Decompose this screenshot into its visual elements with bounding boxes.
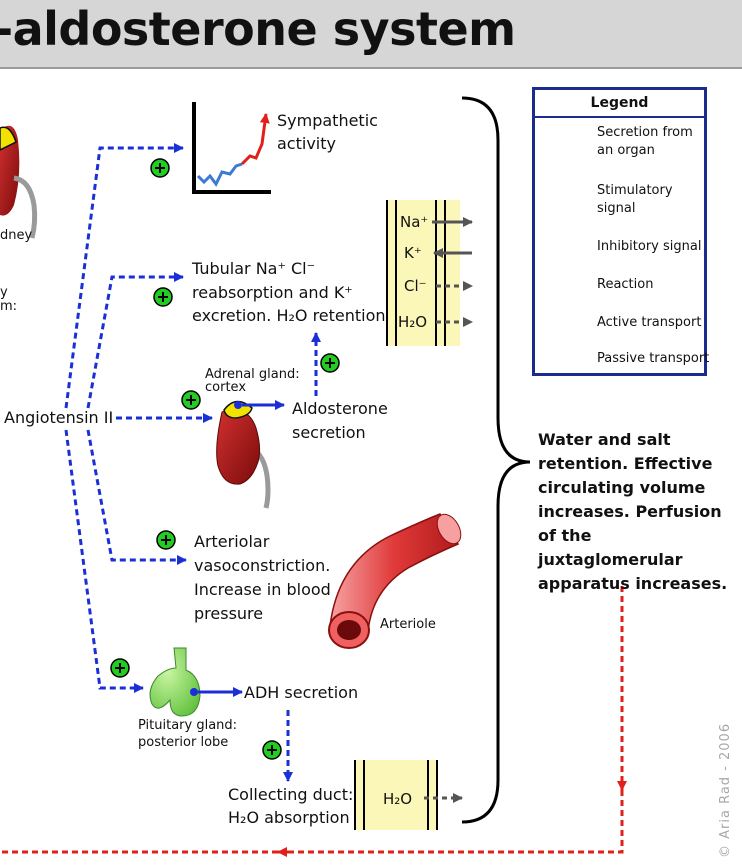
plus-icon (110, 658, 130, 678)
plus-icon (320, 353, 340, 373)
angiotensin-label: Angiotensin II (4, 408, 114, 427)
ion-k: K⁺ (404, 244, 422, 262)
arteriole-image (328, 513, 462, 649)
collecting-label-line1: Collecting duct: (228, 785, 354, 804)
ion-h2o-duct: H₂O (383, 790, 413, 808)
sympathetic-label-line1: Sympathetic (277, 111, 378, 130)
adrenal-label-line2: cortex (205, 380, 247, 395)
arteriolar-label-line3: Increase in blood (194, 580, 331, 599)
arteriolar-label-line2: vasoconstriction. (194, 556, 331, 575)
legend-title: Legend (535, 90, 704, 118)
ion-h2o: H₂O (398, 313, 428, 331)
pituitary-gland-image (149, 647, 243, 717)
legend-item-inhibitory: Inhibitory signal (597, 239, 702, 254)
plus-icon (156, 530, 176, 550)
inhibitory-feedback-line (0, 586, 627, 857)
sympathetic-activity-graph (192, 102, 271, 194)
copyright-text: © Aria Rad - 2006 (718, 722, 733, 858)
aldosterone-label-line2: secretion (292, 423, 366, 442)
legend-box: Legend Secretion from an organ Stimulato… (532, 87, 710, 376)
arteriolar-label-line4: pressure (194, 604, 264, 623)
ion-cl: Cl⁻ (404, 277, 427, 295)
water-salt-retention-text: Water and salt retention. Effective circ… (538, 430, 728, 593)
tubular-label-line2: reabsorption and K⁺ (192, 283, 353, 302)
tubular-label-line1: Tubular Na⁺ Cl⁻ (192, 259, 316, 278)
pituitary-label-line2: posterior lobe (138, 735, 229, 750)
tubule-membrane (386, 200, 473, 346)
sympathetic-label-line2: activity (277, 134, 336, 153)
page-title: -aldosterone system (0, 2, 516, 56)
collecting-label-line2: H₂O absorption (228, 808, 350, 827)
left-label-fragment-1: y (0, 285, 8, 300)
plus-icon (150, 158, 170, 178)
arteriole-label: Arteriole (380, 617, 436, 632)
kidney-left-image (0, 125, 38, 239)
collecting-duct-membrane (354, 760, 463, 830)
pituitary-label-line1: Pituitary gland: (138, 718, 238, 733)
arteriolar-label-line1: Arteriolar (194, 532, 270, 551)
plus-icon (181, 390, 201, 410)
legend-item-passive-transport: Passive transport (597, 351, 710, 366)
plus-icon (262, 740, 282, 760)
ion-na: Na⁺ (400, 213, 429, 231)
legend-item-secretion: Secretion from an organ (597, 125, 693, 158)
adrenal-kidney-image (216, 400, 285, 509)
summary-brace (461, 96, 531, 824)
kidney-label-fragment: dney (0, 228, 33, 243)
tubular-label-line3: excretion. H₂O retention (192, 306, 386, 325)
left-label-fragment-2: m: (0, 299, 18, 314)
legend-item-reaction: Reaction (597, 277, 654, 292)
plus-signals (110, 158, 340, 760)
signal-lines (64, 143, 321, 782)
plus-icon (153, 287, 173, 307)
legend-item-active-transport: Active transport (597, 315, 702, 330)
adh-label: ADH secretion (244, 683, 359, 702)
title-bar: -aldosterone system (0, 0, 742, 69)
aldosterone-label-line1: Aldosterone (292, 399, 388, 418)
legend-item-stimulatory: Stimulatory signal (597, 183, 673, 216)
adrenal-label-line1: Adrenal gland: (205, 367, 300, 382)
